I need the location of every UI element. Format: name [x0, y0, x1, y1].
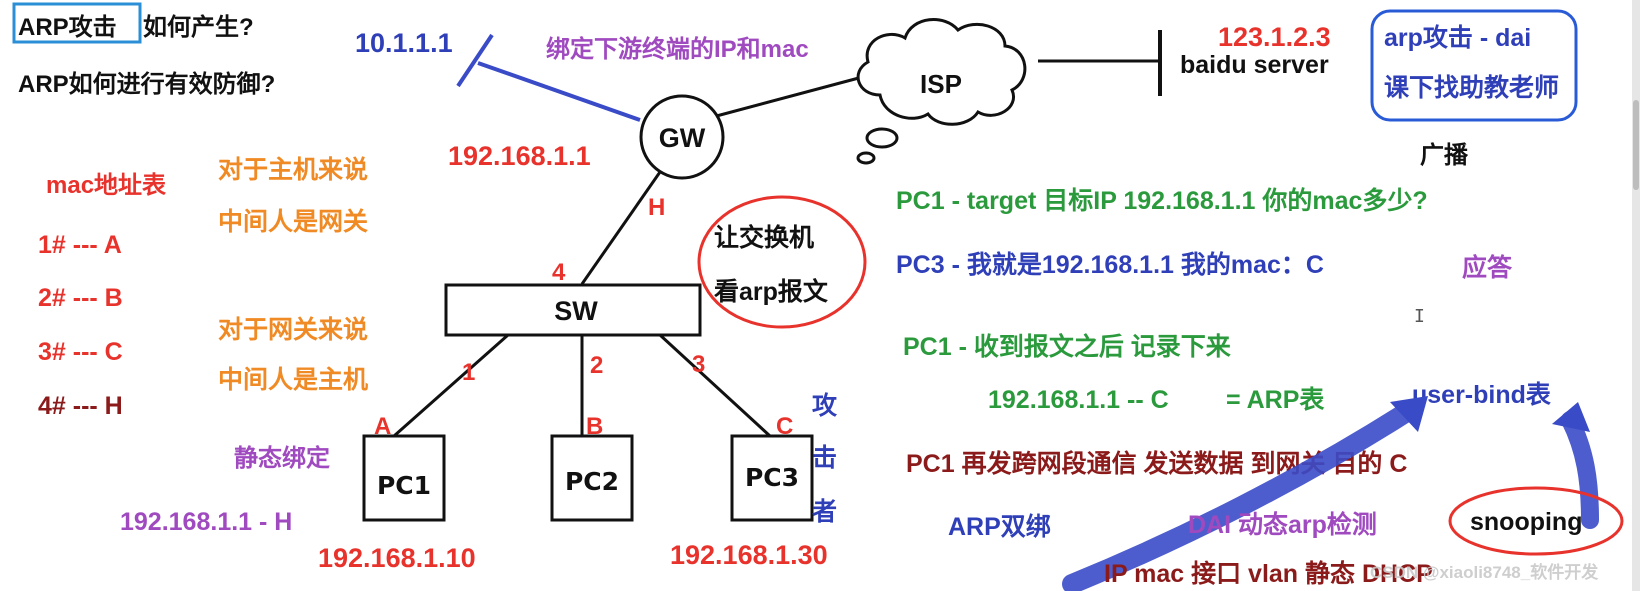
arp-entry: 192.168.1.1 -- C [988, 386, 1169, 414]
question-2: ARP如何进行有效防御? [18, 70, 275, 98]
snooping-ellipse [1448, 486, 1624, 556]
switch-box [444, 283, 702, 337]
pc2-box [550, 434, 634, 522]
text-cursor-icon: I [1414, 306, 1425, 327]
mac-table-title: mac地址表 [46, 172, 167, 199]
port-2-label: 2 [590, 352, 603, 379]
pc1-record: PC1 - 收到报文之后 记录下来 [903, 332, 1232, 361]
pc3-label: PC3 [745, 463, 799, 492]
gw-view-line2: 中间人是主机 [218, 366, 368, 394]
attacker-char-3: 者 [812, 498, 837, 526]
snooping-label: snooping [1470, 508, 1582, 536]
pc3-reply: PC3 - 我就是192.168.1.1 我的mac：C [896, 250, 1324, 279]
mac-table-row-1: 1# --- A [38, 231, 122, 259]
isp-label: ISP [920, 69, 962, 99]
pc1-ip: 192.168.1.10 [318, 543, 476, 573]
attacker-char-1: 攻 [812, 392, 838, 420]
static-bind-entry: 192.168.1.1 - H [120, 508, 292, 536]
scrollbar-track[interactable] [1632, 0, 1640, 591]
reply-tag: 应答 [1462, 253, 1513, 282]
gw-wan-link [477, 61, 641, 122]
dai-label: DAI 动态arp检测 [1188, 510, 1377, 539]
mac-table-row-4: 4# --- H [38, 392, 123, 420]
switch-note-ellipse [697, 195, 867, 329]
pc1-box [362, 434, 446, 522]
pc3-mac: C [776, 413, 793, 440]
gw-lan-ip: 192.168.1.1 [448, 141, 591, 171]
question-1-highlight: ARP攻击 [18, 14, 117, 41]
question-1-rest: 如何产生? [143, 13, 254, 41]
switch-label: SW [554, 296, 598, 326]
snooping-arrow-stroke [1561, 411, 1599, 529]
port-1-label: 1 [462, 359, 475, 386]
bind-note: 绑定下游终端的IP和mac [546, 35, 809, 63]
port-3-label: 3 [692, 351, 705, 378]
switch-note-line1: 让交换机 [714, 223, 814, 252]
attacker-char-2: 击 [812, 444, 837, 472]
gw-wan-ip: 10.1.1.1 [355, 28, 453, 58]
bind-arrow-stroke [1062, 400, 1420, 591]
pc1-mac: A [374, 413, 391, 440]
user-bind-label: user-bind表 [1412, 381, 1552, 409]
gw-sw-link [580, 171, 662, 285]
host-view-line1: 对于主机来说 [218, 156, 368, 184]
gw-isp-link [693, 73, 871, 124]
bind-arrow-head [1390, 396, 1428, 432]
pc3-box [730, 434, 814, 522]
pc2-mac: B [586, 413, 603, 440]
highlight-box [12, 2, 142, 44]
server-name: baidu server [1180, 51, 1329, 79]
gw-view-line1: 对于网关来说 [218, 316, 368, 344]
scrollbar-thumb[interactable] [1633, 100, 1639, 190]
static-bind-label: 静态绑定 [234, 444, 330, 472]
pc1-request: PC1 - target 目标IP 192.168.1.1 你的mac多少? [896, 186, 1428, 215]
sw-pc3-link [658, 333, 772, 438]
mac-table-row-2: 2# --- B [38, 284, 123, 312]
gw-wan-end-mark [456, 33, 494, 88]
pc3-ip: 192.168.1.30 [670, 540, 828, 570]
dai-note-line1: arp攻击 - dai [1384, 24, 1531, 52]
dai-note-box [1370, 9, 1578, 122]
host-view-line2: 中间人是网关 [218, 208, 368, 236]
pc1-label: PC1 [377, 471, 431, 500]
isp-cloud [856, 18, 1027, 165]
gw-mac-label: H [648, 194, 665, 221]
binding-fields: IP mac 接口 vlan 静态 DHCP [1104, 559, 1433, 588]
mac-table-row-3: 3# --- C [38, 338, 123, 366]
server-ip: 123.1.2.3 [1218, 22, 1331, 52]
snooping-arrow-head [1552, 402, 1590, 432]
gw-router [639, 94, 725, 180]
switch-note-line2: 看arp报文 [714, 277, 829, 306]
broadcast-label: 广播 [1420, 141, 1469, 169]
watermark: CSDN @xiaoli8748_软件开发 [1370, 562, 1599, 582]
pc2-label: PC2 [565, 467, 619, 496]
port-4-label: 4 [552, 259, 566, 286]
arp-double-bind: ARP双绑 [948, 513, 1051, 541]
arp-table-label: = ARP表 [1226, 386, 1325, 414]
dai-note-line2: 课下找助教老师 [1384, 74, 1559, 102]
gw-label: GW [659, 123, 706, 153]
sw-pc1-link [393, 333, 509, 438]
